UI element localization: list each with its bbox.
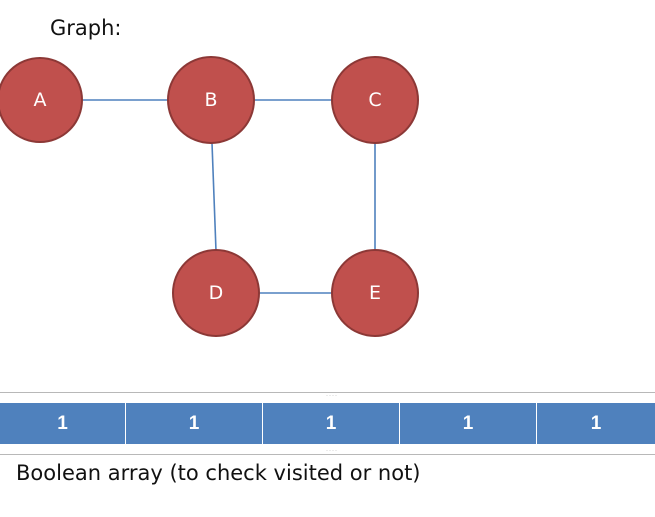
array-cell-2: 1 <box>263 403 400 444</box>
node-d-circle <box>172 249 260 337</box>
node-d-label: D <box>209 282 224 304</box>
array-bottom-border <box>0 454 655 455</box>
node-c-label: C <box>368 89 381 111</box>
array-cell-1: 1 <box>126 403 263 444</box>
node-c: C <box>331 56 419 144</box>
graph-title: Graph: <box>50 16 122 40</box>
array-cell-4: 1 <box>590 412 602 434</box>
array-top-border <box>0 392 655 393</box>
visited-array: ···· 1 1 1 1 1 ···· <box>0 392 655 458</box>
array-cell-3: 1 <box>400 403 537 444</box>
node-d: D <box>172 249 260 337</box>
array-cell-0: 1 <box>0 403 126 444</box>
top-resize-grip[interactable]: ···· <box>326 393 338 399</box>
array-caption: Boolean array (to check visited or not) <box>16 461 421 485</box>
graph-diagram: A B C D E <box>0 56 419 337</box>
edge-b-d <box>211 142 217 252</box>
node-b: B <box>167 56 255 144</box>
array-row: 1 1 1 1 1 <box>0 403 655 444</box>
node-e: E <box>331 249 419 337</box>
node-a-circle <box>0 57 83 143</box>
node-a-label: A <box>34 89 47 111</box>
node-b-label: B <box>204 89 217 111</box>
node-e-label: E <box>369 282 381 304</box>
node-b-circle <box>167 56 255 144</box>
node-e-circle <box>331 249 419 337</box>
node-c-circle <box>331 56 419 144</box>
bottom-resize-grip[interactable]: ···· <box>326 448 338 454</box>
node-a: A <box>0 57 83 143</box>
